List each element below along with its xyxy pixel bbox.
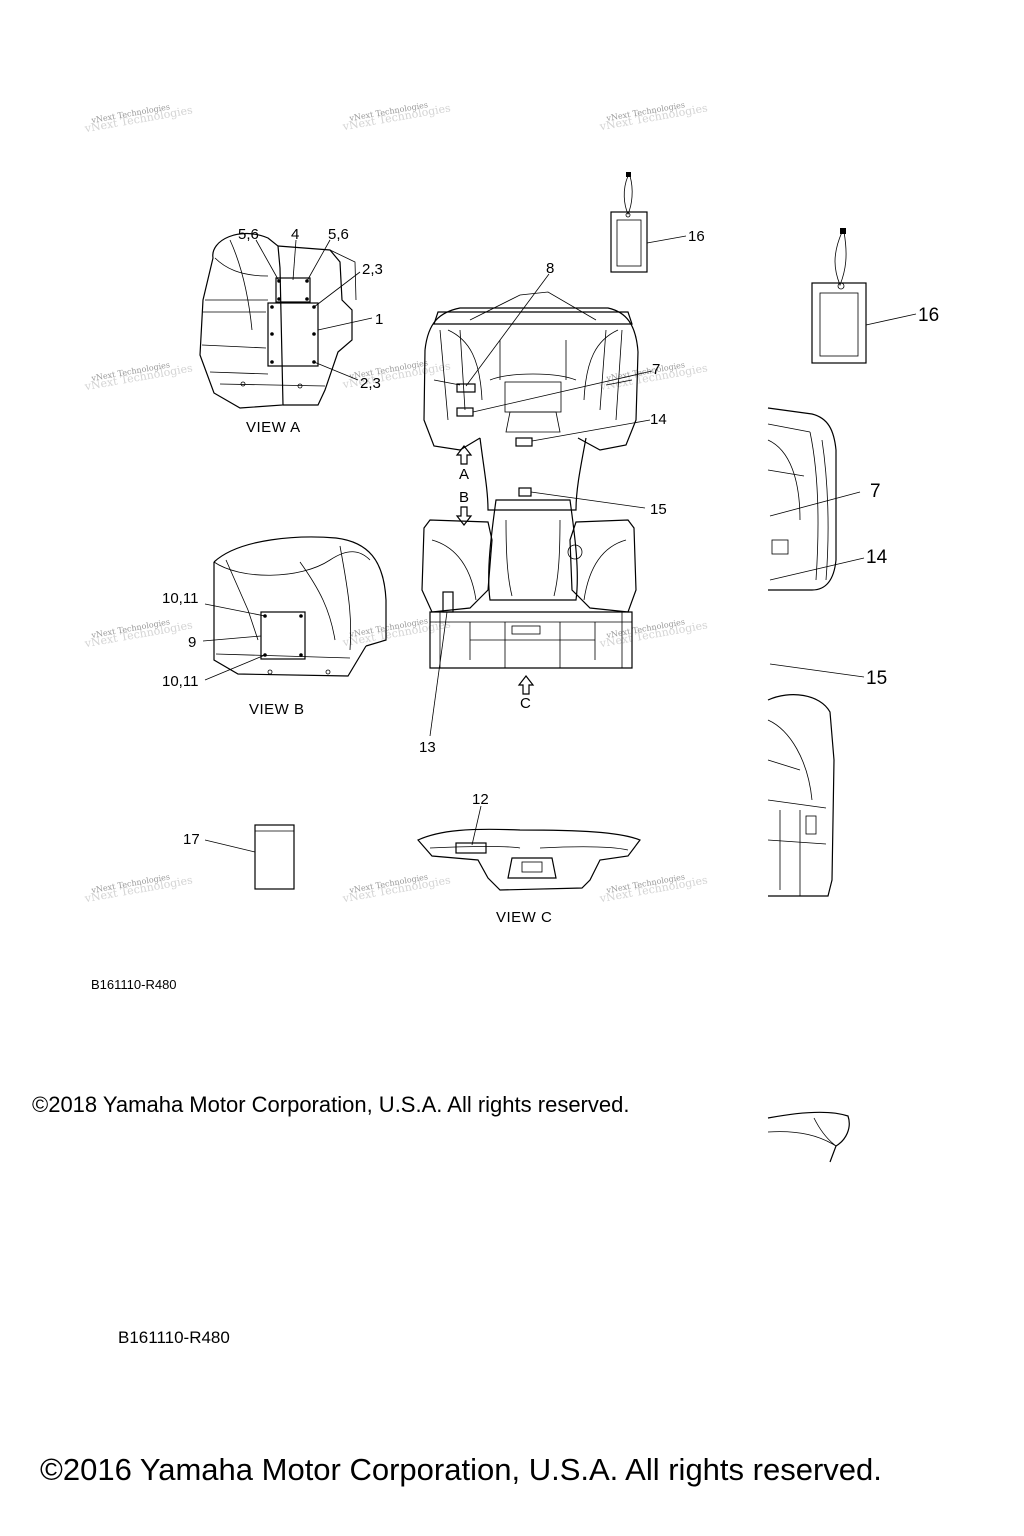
- callout-2-3: 2,3: [362, 261, 383, 278]
- callout-12: 12: [472, 791, 489, 808]
- diagram-code: B161110-R480: [91, 977, 177, 992]
- bumper-detail: [767, 1111, 850, 1163]
- view-c-drawing: [417, 805, 641, 891]
- callout-4: 4: [291, 226, 299, 243]
- manual-booklet: [204, 824, 295, 890]
- diagram-code-large: B161110-R480: [118, 1328, 230, 1347]
- callout-7-detail: 7: [870, 481, 881, 502]
- arrow-a-label: A: [459, 466, 469, 483]
- callout-15: 15: [650, 501, 667, 518]
- callout-9: 9: [188, 634, 196, 651]
- callout-13: 13: [419, 739, 436, 756]
- callout-16-detail: 16: [918, 305, 939, 326]
- callout-16: 16: [688, 228, 705, 245]
- rear-detail: [767, 407, 865, 678]
- arrow-c: [517, 675, 535, 695]
- callout-5-6: 5,6: [328, 226, 349, 243]
- atv-top-view: [421, 291, 639, 669]
- front-detail: [767, 694, 835, 897]
- callout-10-11: 10,11: [162, 673, 198, 690]
- arrow-b: [455, 506, 473, 526]
- arrow-c-label: C: [520, 695, 531, 712]
- callout-10-11: 10,11: [162, 590, 198, 607]
- hang-tag-detail: [811, 228, 917, 364]
- view-b-drawing: [202, 536, 387, 681]
- callout-15-detail: 15: [866, 668, 887, 689]
- callout-14: 14: [650, 411, 667, 428]
- callout-8: 8: [546, 260, 554, 277]
- view-b-label: VIEW B: [249, 701, 305, 718]
- view-a-label: VIEW A: [246, 419, 301, 436]
- callout-17: 17: [183, 831, 200, 848]
- arrow-a: [455, 445, 473, 465]
- copyright-notice-large: ©2016 Yamaha Motor Corporation, U.S.A. A…: [40, 1452, 882, 1487]
- callout-2-3: 2,3: [360, 375, 381, 392]
- arrow-b-label: B: [459, 489, 469, 506]
- copyright-notice: ©2018 Yamaha Motor Corporation, U.S.A. A…: [32, 1092, 630, 1117]
- callout-1: 1: [375, 311, 383, 328]
- callout-7: 7: [652, 361, 660, 378]
- hang-tag: [610, 172, 687, 273]
- view-c-label: VIEW C: [496, 909, 552, 926]
- callout-14-detail: 14: [866, 547, 888, 568]
- callout-5-6: 5,6: [238, 226, 259, 243]
- view-a-drawing: [199, 233, 373, 409]
